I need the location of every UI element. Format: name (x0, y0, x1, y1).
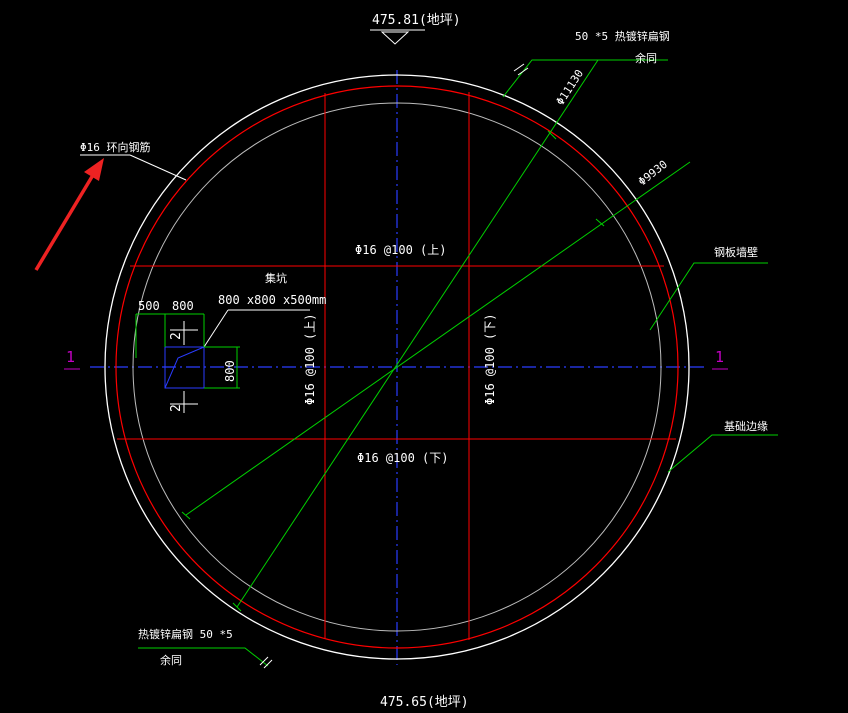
sump-size-text: 800 x800 x500mm (218, 293, 326, 307)
foundation-edge-text: 基础边缘 (724, 420, 768, 433)
outer-foundation-circle (104, 74, 690, 660)
annotation-arrow (34, 158, 104, 271)
top-elevation-text: 475.81(地坪) (372, 13, 461, 28)
elevation-marker-top (380, 31, 410, 45)
rebar-grid (117, 92, 676, 640)
dim-ticks (181, 130, 605, 612)
rebar-right-vertical-text: Φ16 @100 (下) (483, 314, 497, 405)
sump-dim-500: 500 (138, 299, 160, 313)
section-mark-top: 2 (169, 332, 184, 340)
inner-diameter-text: Φ9930 (636, 158, 670, 189)
flat-steel-top-text: 50 *5 热镀锌扁钢 (575, 29, 670, 43)
steel-wall-text: 钢板墙壁 (714, 245, 758, 259)
leader-white (80, 63, 529, 669)
axis-right-label: 1 (715, 348, 724, 366)
bottom-elevation-text: 475.65(地坪) (380, 695, 469, 710)
outer-diameter-text: Φ11130 (554, 67, 587, 107)
flat-steel-bottom-text: 热镀锌扁钢 50 *5 (138, 627, 233, 641)
flat-steel-top-note: 余同 (635, 51, 657, 65)
outer-diameter-dimline (236, 59, 599, 608)
rebar-bottom-text: Φ16 @100 (下) (357, 451, 448, 465)
axis-left-label: 1 (66, 348, 75, 366)
sump-dim-800-h: 800 (172, 299, 194, 313)
rebar-left-vertical-text: Φ16 @100 (上) (303, 314, 317, 405)
red-ring-circle (115, 85, 679, 649)
section-mark-bottom: 2 (169, 404, 184, 412)
leader-lines (138, 59, 778, 667)
flat-steel-bottom-note: 余同 (160, 653, 182, 667)
inner-diameter-dimline (185, 161, 691, 516)
sump-dim-800-v: 800 (223, 360, 237, 382)
ring-rebar-text: Φ16 环向钢筋 (80, 140, 151, 154)
inner-gray-circle (132, 102, 662, 632)
sump-detail (135, 309, 310, 413)
rebar-top-text: Φ16 @100 (上) (355, 243, 446, 257)
sump-label-text: 集坑 (265, 271, 287, 285)
